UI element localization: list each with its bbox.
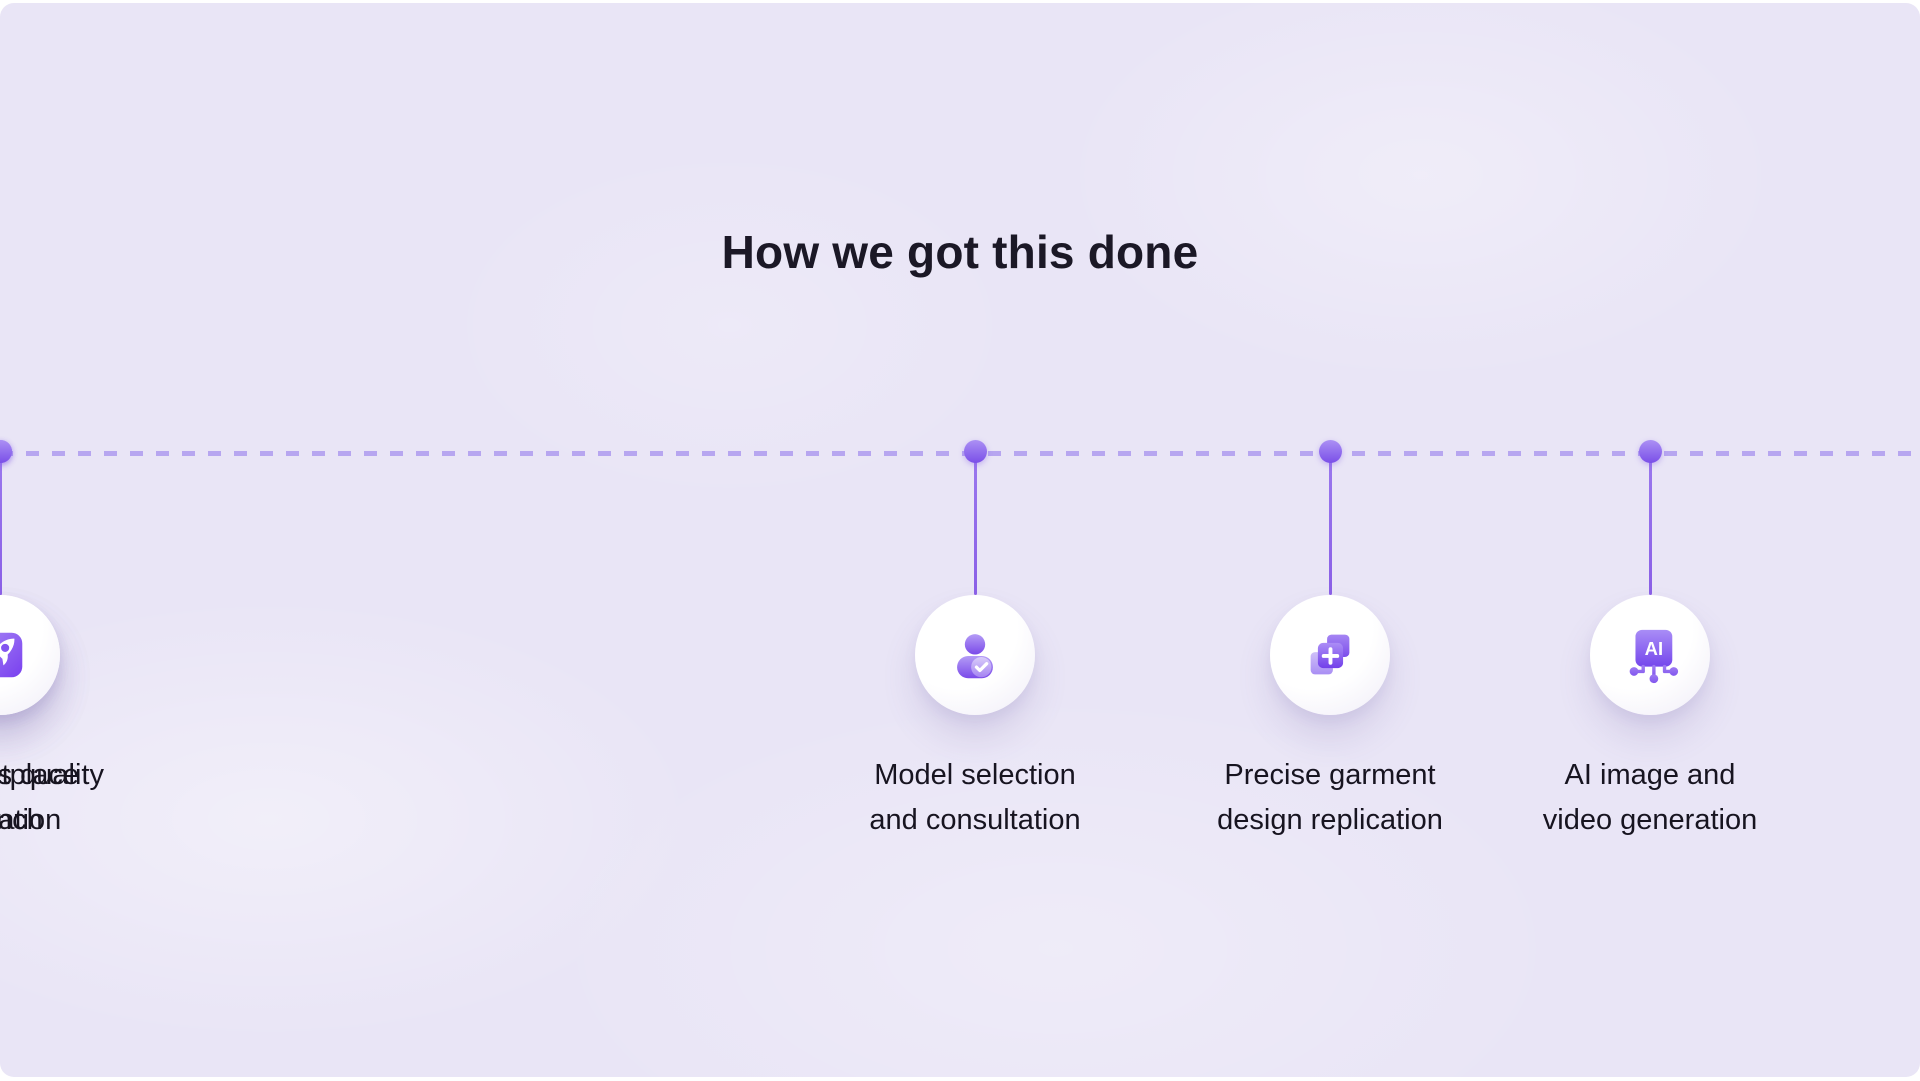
step-label-line: launch	[0, 804, 43, 836]
person-check-icon	[957, 634, 993, 679]
step-label-line: Rigorous quality	[0, 759, 104, 791]
timeline-connector-line	[0, 451, 2, 595]
step-icon-circle	[0, 595, 60, 715]
timeline-step-model-selection: Model selection and consultation	[795, 440, 1155, 843]
step-label-line: Precise garment	[1224, 759, 1436, 791]
step-label-line: and consultation	[869, 804, 1081, 836]
step-icon-circle	[915, 595, 1035, 715]
timeline-step-marketplace-launch: Marketplace launch	[0, 440, 180, 843]
timeline-node-dot	[0, 440, 12, 463]
timeline-step-ai-generation: AI AI image and video generation	[1470, 440, 1830, 843]
layers-plus-icon	[1310, 634, 1350, 675]
step-label: Rigorous quality validation	[0, 753, 104, 843]
step-icon-circle	[1270, 595, 1390, 715]
ai-chip-label: AI	[1645, 638, 1663, 659]
ai-chip-icon: AI	[1629, 629, 1679, 684]
timeline-node-dot	[963, 440, 987, 463]
step-label-line: AI image and	[1564, 759, 1736, 791]
timeline-connector-line	[973, 451, 977, 595]
infographic-canvas: How we got this done	[0, 3, 1920, 1077]
step-label-line: Model selection	[874, 759, 1076, 791]
timeline-connector-line	[1328, 451, 1332, 595]
step-label-line: design replication	[1217, 804, 1443, 836]
step-label: Marketplace launch	[0, 753, 79, 843]
step-label: Model selection and consultation	[869, 753, 1080, 843]
timeline-dashed-line	[0, 451, 1920, 456]
timeline-node-dot	[1638, 440, 1662, 463]
timeline-node-dot	[1318, 440, 1342, 463]
step-label: AI image and video generation	[1543, 753, 1757, 843]
step-label-line: Marketplace	[0, 759, 79, 791]
timeline-step-garment-replication: Precise garment design replication	[1150, 440, 1510, 843]
step-label-line: validation	[0, 804, 62, 836]
step-icon-circle: AI	[1590, 595, 1710, 715]
rocket-icon	[0, 632, 23, 678]
page-title: How we got this done	[721, 226, 1199, 278]
step-label: Precise garment design replication	[1217, 753, 1443, 843]
timeline-connector-line	[1648, 451, 1652, 595]
step-label-line: video generation	[1542, 804, 1758, 836]
